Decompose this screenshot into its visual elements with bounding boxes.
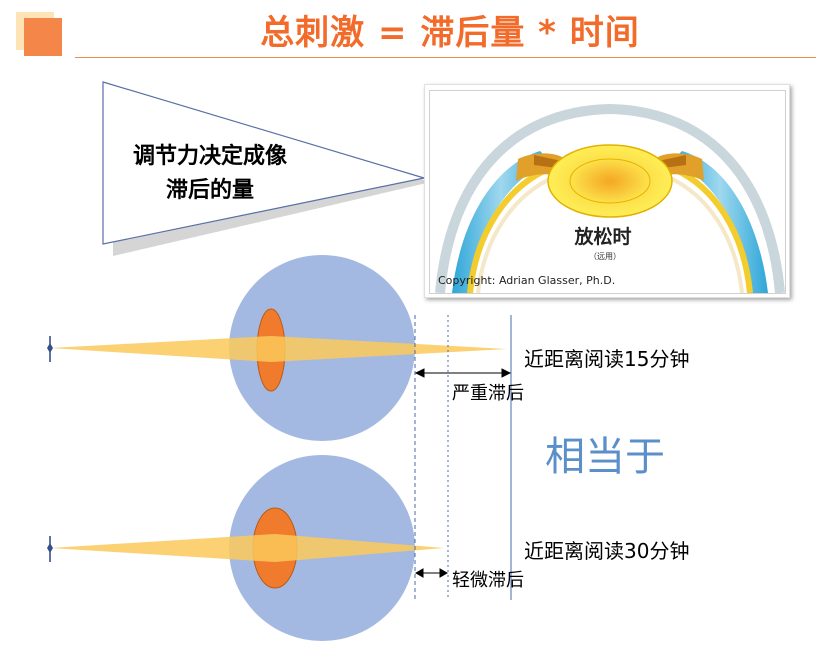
anatomy-illustration — [435, 103, 785, 293]
callout-label-line2: 滞后的量 — [165, 178, 254, 203]
object-marker-top-tip — [47, 343, 53, 353]
callout-label: 调节力决定成像 滞后的量 — [105, 140, 315, 208]
eye-bottom — [47, 455, 444, 641]
reading-15min-label: 近距离阅读15分钟 — [524, 347, 690, 371]
mild-lag-label: 轻微滞后 — [452, 570, 524, 591]
title-underline — [75, 57, 816, 58]
anatomy-state-sublabel: （远用） — [589, 252, 621, 261]
callout-cone-shape — [102, 81, 425, 245]
page-title: 总刺激 = 滞后量 * 时间 — [260, 13, 640, 53]
object-marker-bottom-tip — [47, 543, 53, 553]
light-ray-bottom — [50, 534, 444, 562]
anatomy-state-label: 放松时 — [574, 226, 632, 248]
anatomy-photo — [429, 90, 786, 294]
light-ray-top — [50, 336, 507, 362]
lag-arrow-severe — [414, 368, 512, 378]
reading-30min-label: 近距离阅读30分钟 — [524, 539, 690, 563]
severe-lag-label: 严重滞后 — [452, 383, 524, 404]
lag-arrow-mild — [414, 568, 449, 578]
callout-label-line1: 调节力决定成像 — [132, 144, 287, 169]
photo-copyright: Copyright: Adrian Glasser, Ph.D. — [438, 274, 616, 287]
equivalence-label: 相当于 — [545, 434, 665, 480]
logo-front-square — [24, 18, 62, 56]
eye-top — [47, 255, 507, 441]
